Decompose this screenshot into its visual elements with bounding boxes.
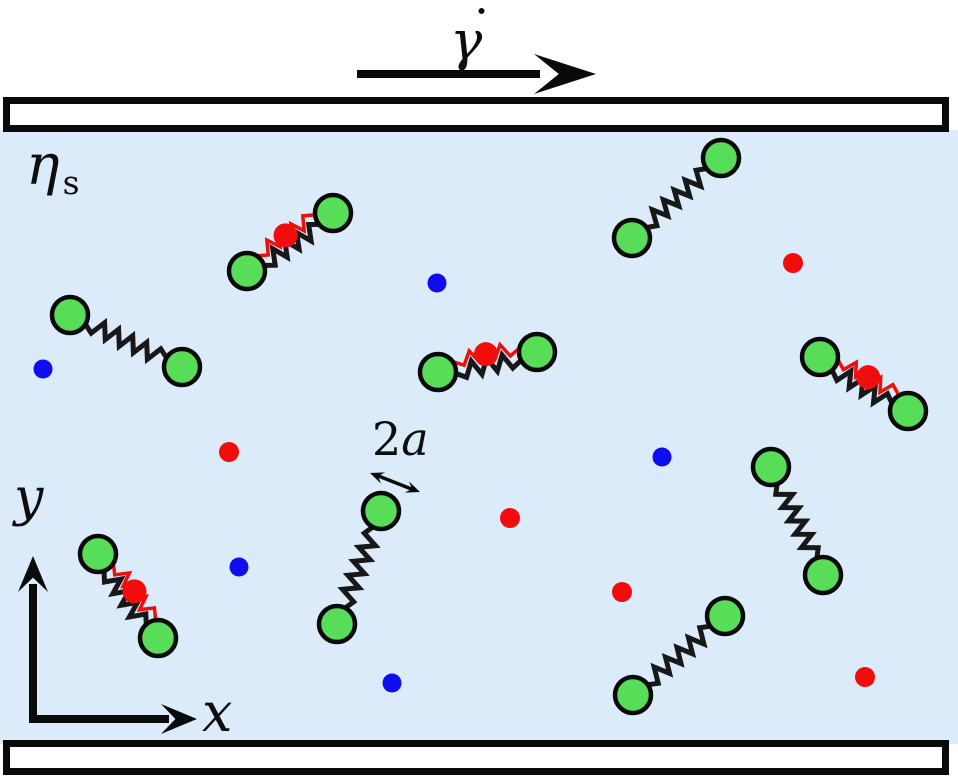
x-axis-arrowhead: [161, 704, 197, 734]
solvent-viscosity-label: ηs: [26, 138, 80, 200]
dumbbell-bead: [312, 192, 354, 234]
gamma-symbol: γ: [450, 9, 483, 72]
dumbbell-center-marker: [122, 579, 147, 604]
blue-tracer-dot: [652, 447, 672, 467]
dumbbell-bead: [887, 390, 929, 432]
dumbbell-bead: [612, 674, 654, 716]
diameter-variable: a: [401, 412, 429, 466]
red-tracer-dot: [219, 442, 239, 462]
dumbbell-bead: [49, 294, 91, 336]
overdot-symbol: ˙: [471, 2, 492, 51]
dumbbell-spring: [644, 623, 714, 688]
blue-tracer-dot: [33, 359, 53, 379]
dumbbell-bead: [226, 250, 268, 292]
shear-direction-arrowhead: [534, 54, 596, 94]
dumbbell-bead: [77, 533, 119, 575]
red-tracer-dot: [612, 582, 632, 602]
dumbbell-bead: [316, 603, 358, 645]
x-axis-label: x: [202, 681, 233, 744]
dumbbell-center-marker: [473, 342, 498, 367]
dumbbell-center-marker: [856, 365, 881, 390]
dumbbell-bead: [360, 490, 402, 532]
dumbbell-bead: [802, 554, 844, 596]
y-axis-arrowhead: [18, 556, 48, 592]
dumbbell-spring: [642, 165, 711, 231]
dumbbell-bead: [750, 446, 792, 488]
diameter-arrowhead-right: [404, 481, 420, 493]
shear-rate-label: γ ˙: [450, 6, 492, 68]
red-tracer-dot: [783, 253, 803, 273]
y-axis-label: y: [14, 468, 44, 528]
red-tracer-dot: [500, 508, 520, 528]
dumbbell-bead: [704, 595, 746, 637]
dumbbell-bead: [137, 617, 179, 659]
bead-diameter-label: 2a: [372, 416, 429, 462]
blue-tracer-dot: [229, 557, 249, 577]
diameter-arrow-shaft: [375, 473, 415, 492]
red-tracer-dot: [855, 667, 875, 687]
eta-subscript: s: [62, 163, 80, 202]
bottom-wall: [3, 740, 949, 775]
diameter-number: 2: [372, 412, 402, 466]
dumbbell-bead: [161, 346, 203, 388]
dumbbell-bead: [799, 336, 841, 378]
top-wall: [3, 97, 949, 132]
blue-tracer-dot: [427, 273, 447, 293]
dumbbell-bead: [417, 351, 459, 393]
diameter-arrowhead-left: [370, 472, 386, 484]
dumbbell-center-marker: [273, 223, 298, 248]
dumbbell-spring: [772, 480, 822, 562]
dumbbell-bead: [516, 331, 558, 373]
blue-tracer-dot: [382, 673, 402, 693]
dumbbell-bead: [611, 217, 653, 259]
dumbbell-spring: [337, 522, 381, 613]
dumbbell-spring: [81, 317, 171, 365]
dumbbell-bead: [700, 137, 742, 179]
eta-symbol: η: [26, 133, 60, 198]
